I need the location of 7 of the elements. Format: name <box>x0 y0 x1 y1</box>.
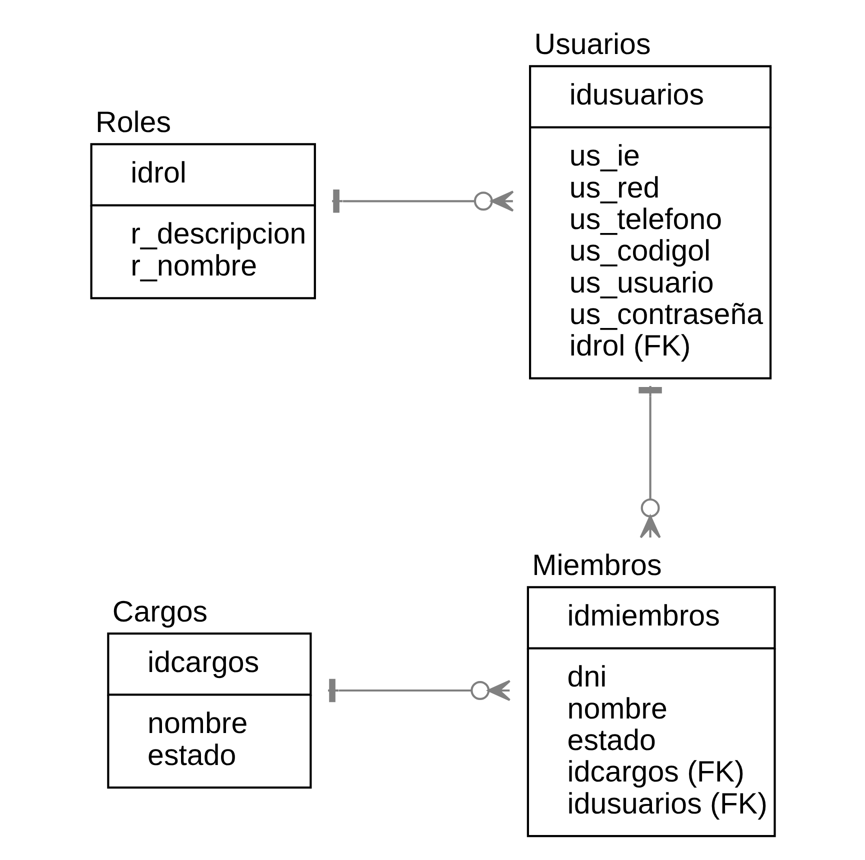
connector <box>638 386 662 539</box>
node-label: Usuarios <box>534 28 651 61</box>
node-label: Cargos <box>112 595 208 628</box>
connector <box>328 678 511 702</box>
node-label: Roles <box>96 106 171 139</box>
node-label: Miembros <box>532 548 662 582</box>
connector <box>332 190 514 213</box>
